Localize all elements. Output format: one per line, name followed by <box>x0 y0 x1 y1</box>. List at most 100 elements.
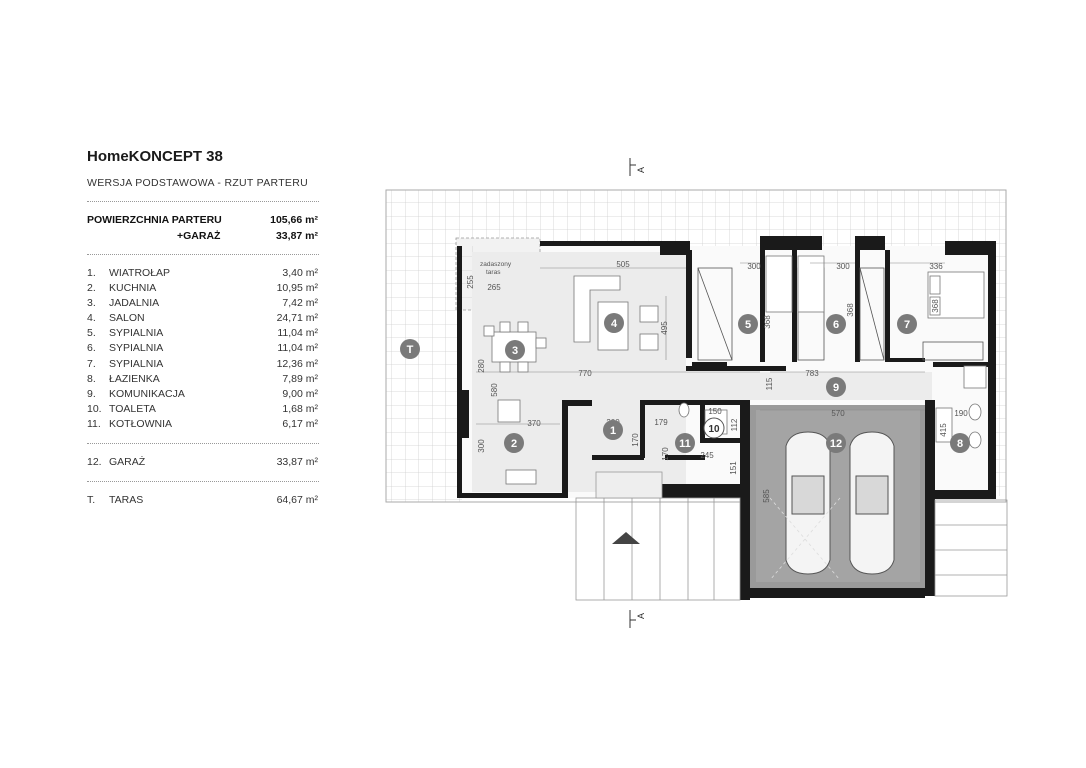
room-area: 24,71 m² <box>276 312 318 325</box>
beds <box>765 255 985 319</box>
room-num: 9. <box>87 387 96 400</box>
entrance-paving <box>575 471 1008 601</box>
room-marker-label: 12 <box>830 438 842 450</box>
dimension-label: 300 <box>747 262 761 271</box>
divider <box>87 201 319 202</box>
room-marker-label: 5 <box>745 319 751 331</box>
room-marker-circle <box>604 313 624 333</box>
dimension-label: 580 <box>490 383 499 397</box>
room-marker: 8 <box>950 433 970 453</box>
room-marker-circle <box>826 433 846 453</box>
project-title: HomeKONCEPT 38 <box>87 148 223 165</box>
ground-area-label: POWIERZCHNIA PARTERU <box>87 214 222 226</box>
room-name: SYPIALNIA <box>109 342 164 355</box>
car-left <box>785 431 831 575</box>
divider <box>87 254 319 255</box>
terrace-grid <box>385 189 1007 503</box>
room-marker-label: 1 <box>610 425 616 437</box>
dimension-label: 368 <box>846 303 855 317</box>
room-marker-circle <box>826 377 846 397</box>
room-num: 8. <box>87 372 96 385</box>
room-area: 1,68 m² <box>282 402 318 415</box>
entrance-arrow-icon <box>612 532 640 544</box>
room-marker: 10 <box>703 417 725 439</box>
room-marker: 2 <box>504 433 524 453</box>
section-line-bottom <box>629 610 636 628</box>
terrace-marker-label: T <box>407 344 414 356</box>
corridor-zone <box>472 372 932 400</box>
dimension-label: 505 <box>616 260 630 269</box>
room-marker: 5 <box>738 314 758 334</box>
garage-area-label: +GARAŻ <box>177 230 221 242</box>
room-area: 7,89 m² <box>282 372 318 385</box>
dimension-label: 300 <box>836 262 850 271</box>
dimension-label: 495 <box>660 321 669 335</box>
room-marker: 6 <box>826 314 846 334</box>
room-marker-circle <box>603 420 623 440</box>
dimension-lines <box>476 262 945 425</box>
room-marker-circle <box>504 433 524 453</box>
section-marker-bottom: A <box>636 613 646 619</box>
garage-row: 12. GARAŻ 33,87 m² <box>87 456 322 471</box>
room-area: 3,40 m² <box>282 267 318 279</box>
terrace-name: TARAS <box>109 494 144 507</box>
dimension-label: 415 <box>939 423 948 437</box>
room-num: 2. <box>87 282 96 295</box>
room-marker-label: 8 <box>957 438 963 450</box>
ground-area-value: 105,66 m² <box>270 214 318 226</box>
dimension-label: 368 <box>931 299 940 313</box>
terrace-marker: T <box>400 339 420 359</box>
dimension-label: 585 <box>762 489 771 503</box>
room-marker-label: 2 <box>511 438 517 450</box>
terrace-row: T. TARAS 64,67 m² <box>87 494 322 509</box>
dimension-label: 770 <box>578 369 592 378</box>
room-marker-circle <box>738 314 758 334</box>
room-name: SALON <box>109 312 145 325</box>
room-marker-label: 7 <box>904 319 910 331</box>
room-marker: 1 <box>603 420 623 440</box>
room-num: 1. <box>87 267 96 279</box>
room-name: WIATROŁAP <box>109 267 171 279</box>
room-row: 8. ŁAZIENKA 7,89 m² <box>87 373 322 388</box>
dimension-label: 368 <box>763 315 772 329</box>
room-name: SYPIALNIA <box>109 357 164 370</box>
section-line-top <box>629 158 636 176</box>
dimension-label: 190 <box>954 409 968 418</box>
dimension-label: 112 <box>730 418 739 431</box>
room-num: 6. <box>87 342 96 355</box>
room-marker: 9 <box>826 377 846 397</box>
room-marker-circle <box>505 340 525 360</box>
room-name: ŁAZIENKA <box>109 372 160 385</box>
dimension-label: 115 <box>765 377 774 390</box>
room-num: 10. <box>87 402 102 415</box>
garage-num: 12. <box>87 456 102 469</box>
room-row: 1. WIATROŁAP 3,40 m² <box>87 267 322 282</box>
room-area: 10,95 m² <box>276 282 318 295</box>
room-marker-circle <box>950 433 970 453</box>
dimension-label: 336 <box>929 262 943 271</box>
room-marker-label: 11 <box>679 438 691 450</box>
garage-area <box>750 405 925 588</box>
room-marker-label: 4 <box>611 318 618 330</box>
room-marker: 3 <box>505 340 525 360</box>
dimension-label: 265 <box>487 283 501 292</box>
terrace-num: T. <box>87 494 96 507</box>
dimension-label: 300 <box>477 439 486 453</box>
garage-area: 33,87 m² <box>276 456 318 469</box>
room-area: 11,04 m² <box>277 327 318 340</box>
dimension-label: 370 <box>527 419 541 428</box>
room-marker-label: 3 <box>512 345 518 357</box>
terrace-area: 64,67 m² <box>276 494 318 507</box>
room-marker-circle <box>897 314 917 334</box>
room-num: 5. <box>87 327 96 340</box>
